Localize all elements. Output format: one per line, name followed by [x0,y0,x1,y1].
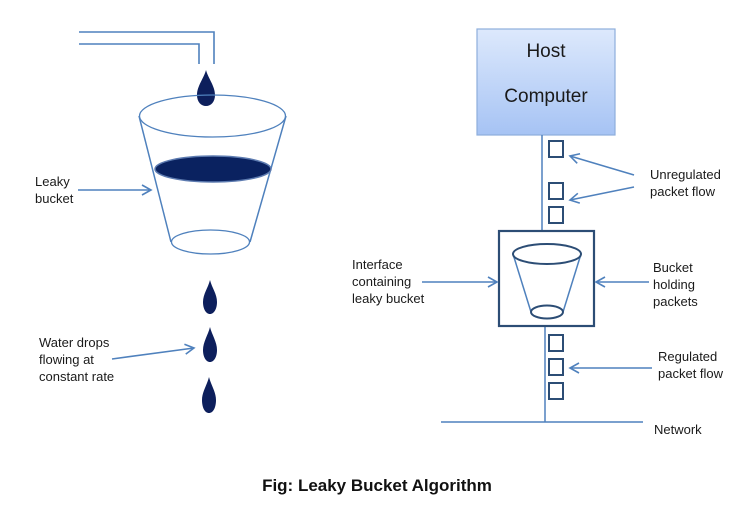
packet [548,140,564,158]
host-label-line1: Host [526,41,566,62]
unregulated-packets [548,140,564,224]
packet [548,182,564,200]
water-drops-label: Water drops flowing at constant rate [39,335,115,384]
unregulated-label: Unregulated packet flow [650,167,721,199]
falling-drop [202,377,216,413]
unregulated-arrow-1 [568,152,635,176]
interface-bucket-top [512,243,582,265]
leaky-bucket [138,94,287,255]
packet [548,382,564,400]
packet [548,334,564,352]
network-label: Network [654,422,702,437]
packet [548,206,564,224]
water-drops-arrow [111,343,196,360]
bucket-holding-label: Bucket holding packets [653,260,698,309]
falling-drops [202,280,217,413]
falling-drop [203,327,217,362]
figure-caption: Fig: Leaky Bucket Algorithm [262,476,492,495]
regulated-packets [548,334,564,400]
unregulated-arrow-2 [568,186,635,204]
host-label-line2: Computer [504,86,588,107]
interface-label: Interface containing leaky bucket [352,257,425,306]
packet [548,358,564,376]
interface-box [497,229,596,328]
regulated-label: Regulated packet flow [658,349,724,381]
interface-bucket-bottom [530,304,564,320]
bucket-top [138,94,287,138]
bucket-bottom [170,229,251,255]
host-computer-box [476,28,616,136]
falling-drop [203,280,217,314]
leaky-bucket-label: Leaky bucket [35,174,74,206]
water-pipe [79,31,215,64]
incoming-water-drop [197,70,215,106]
water-surface [154,155,272,183]
